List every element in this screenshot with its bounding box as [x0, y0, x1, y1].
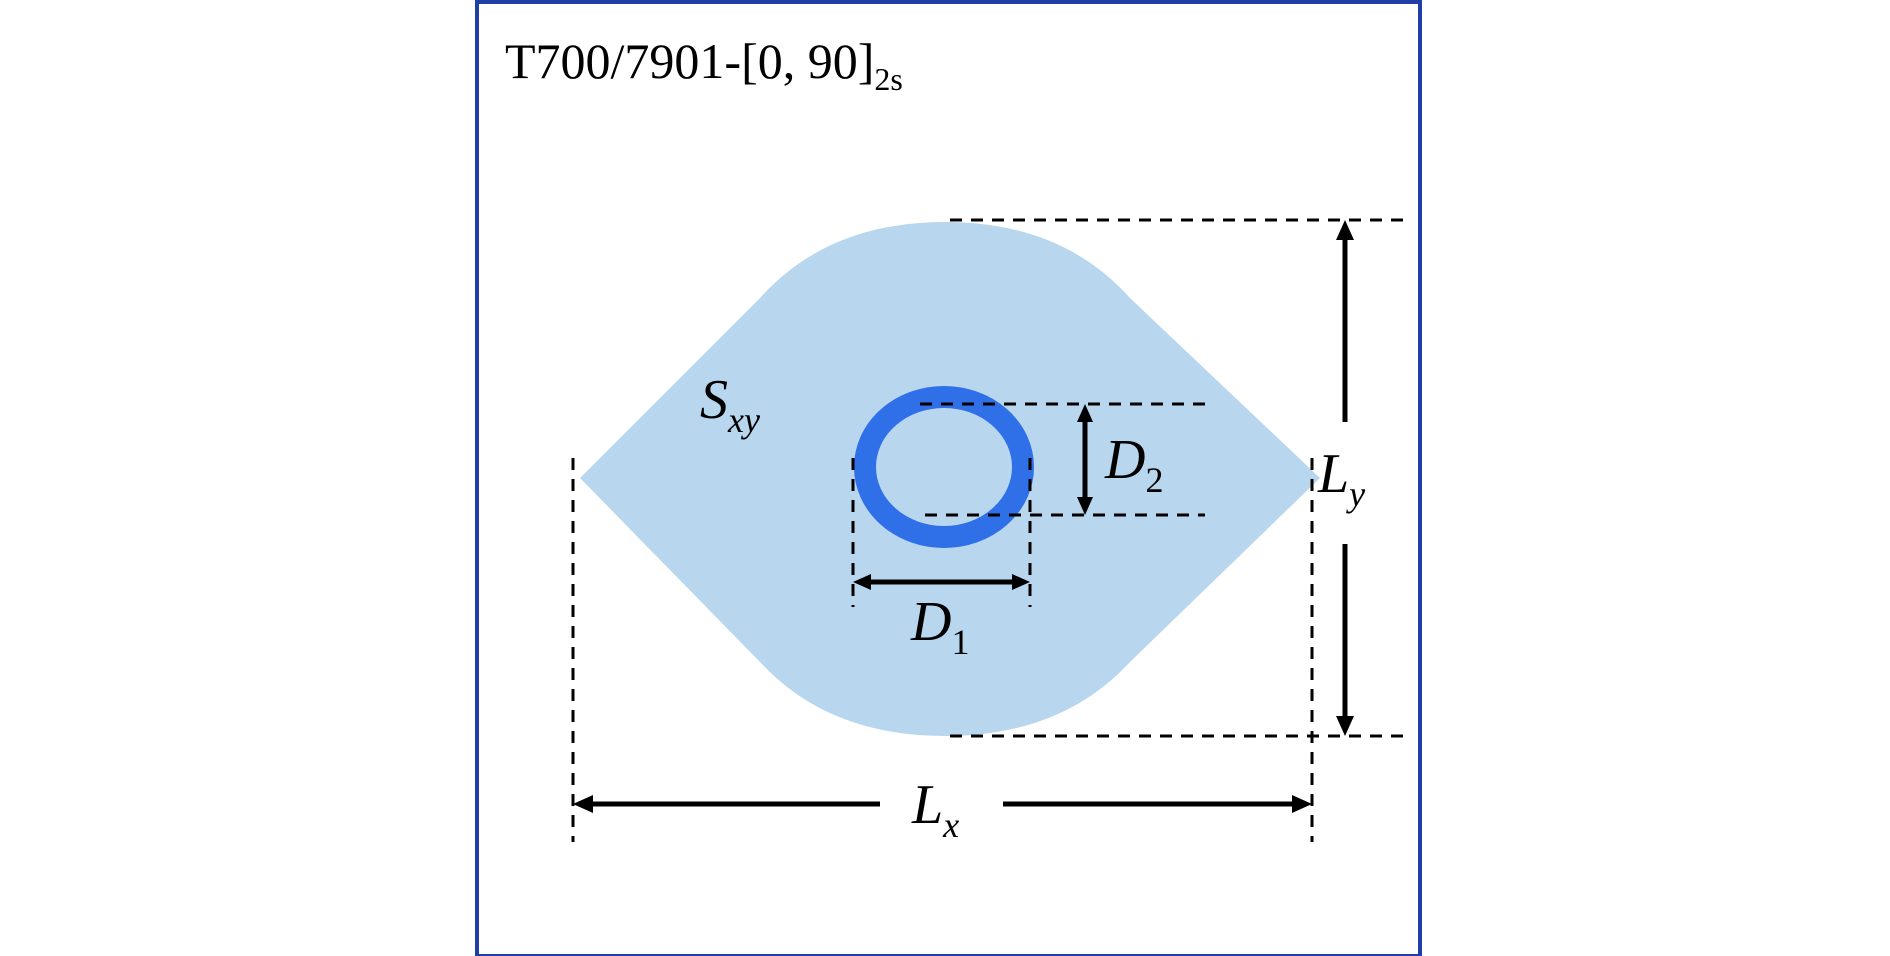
- laminate-title-subscript: 2s: [874, 61, 902, 97]
- d2-arrowhead-top: [1077, 404, 1093, 422]
- d2-arrowhead-bottom: [1077, 497, 1093, 515]
- lx-label-main: L: [911, 774, 943, 836]
- diagram-frame: [475, 0, 1422, 956]
- lx-label-sub: x: [942, 805, 959, 845]
- laminate-title: T700/7901-[0, 90]2s: [505, 33, 903, 97]
- ly-label-sub: y: [1346, 474, 1365, 514]
- d2-label-sub: 2: [1145, 460, 1163, 500]
- laminate-title-main: T700/7901-[0, 90]: [505, 33, 874, 89]
- d1-label: D1: [910, 591, 969, 662]
- d1-label-main: D: [910, 591, 951, 653]
- damage-area-label-main: S: [700, 369, 728, 431]
- lx-arrowhead-left: [573, 795, 593, 813]
- d2-label-main: D: [1104, 429, 1145, 491]
- dimension-arrows: [587, 232, 1348, 807]
- hole-ring: [854, 386, 1034, 548]
- lx-label: Lx: [911, 774, 959, 845]
- ly-label-main: L: [1317, 443, 1349, 505]
- damage-area-label: Sxy: [700, 369, 760, 440]
- damage-area-label-sub: xy: [727, 400, 760, 440]
- ly-arrowhead-bottom: [1336, 716, 1354, 736]
- extension-lines: [571, 218, 1408, 842]
- d1-label-sub: 1: [951, 622, 969, 662]
- lx-arrowhead-right: [1292, 795, 1312, 813]
- d1-arrowhead-left: [853, 574, 871, 590]
- arrow-heads: [573, 220, 1354, 813]
- ly-arrowhead-top: [1336, 220, 1354, 240]
- damage-area-shape: [580, 222, 1320, 736]
- ly-label: Ly: [1317, 443, 1365, 514]
- d1-arrowhead-right: [1012, 574, 1030, 590]
- d2-label: D2: [1104, 429, 1163, 500]
